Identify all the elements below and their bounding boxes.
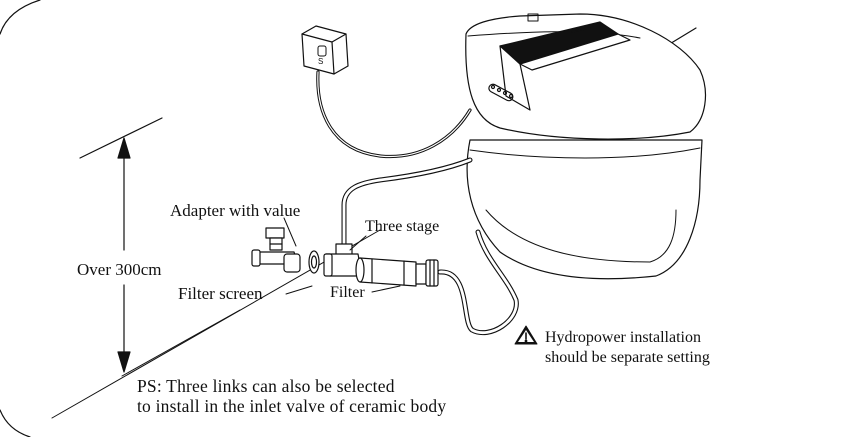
height-dimension-arrow [117, 137, 131, 373]
label-hydropower-line1: Hydropower installation [545, 329, 701, 346]
power-adapter: S [301, 25, 349, 75]
label-hydropower-line2: should be separate setting [545, 349, 710, 366]
ceiling-line-left [79, 117, 163, 159]
leader-adapter [283, 217, 297, 247]
leader-three-stage [349, 235, 367, 251]
label-filter-screen: Filter screen [178, 284, 263, 303]
water-filter [355, 257, 439, 287]
svg-text:S: S [318, 57, 323, 66]
label-three-stage: Three stage [365, 218, 440, 235]
page-frame-bottom [0, 409, 31, 438]
ps-note-line2: to install in the inlet valve of ceramic… [137, 396, 447, 416]
label-adapter-with-value: Adapter with value [170, 201, 301, 220]
power-cable [316, 70, 472, 159]
leader-filter-screen [285, 285, 313, 295]
leader-filter [371, 285, 401, 293]
smart-toilet [465, 13, 707, 280]
filter-screen-washer [308, 250, 320, 274]
adapter-valve [251, 227, 301, 273]
label-filter: Filter [330, 284, 365, 301]
label-height: Over 300cm [77, 260, 162, 279]
three-stage-tee [323, 243, 363, 277]
ps-note-line1: PS: Three links can also be selected [137, 376, 395, 396]
warning-icon [514, 325, 538, 345]
floor-line-upper [121, 309, 241, 377]
page-frame [0, 0, 41, 35]
